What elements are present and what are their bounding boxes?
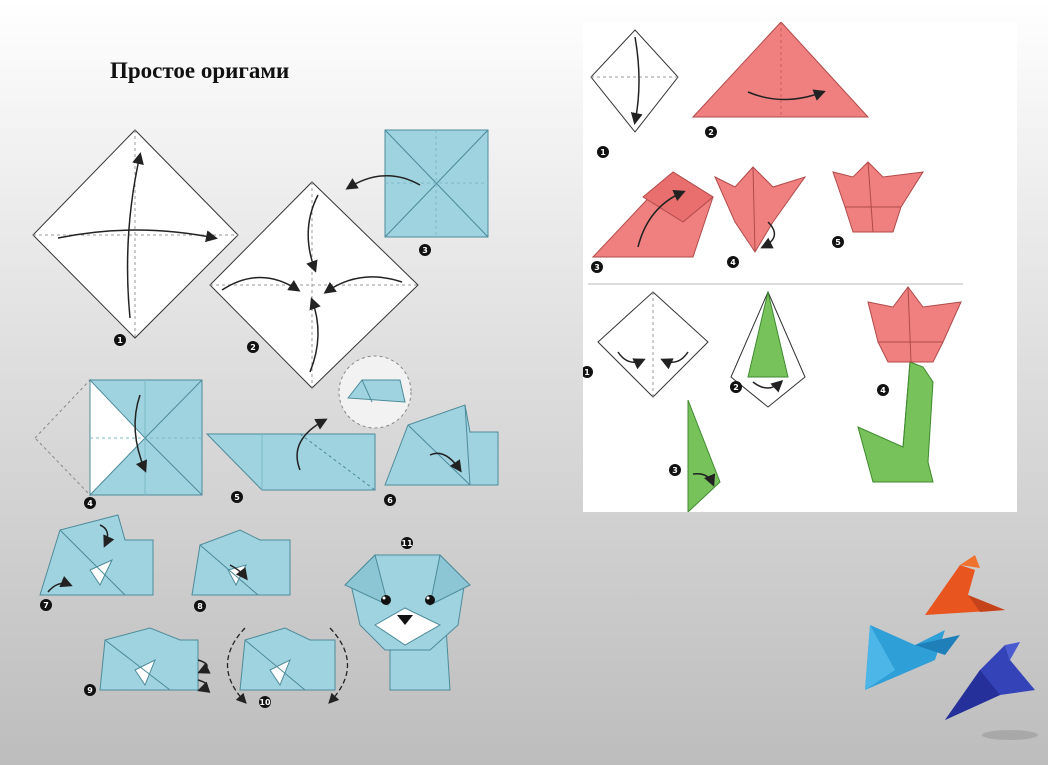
dog-step-9-diagram [100, 628, 207, 690]
tulip-finished-diagram [858, 287, 961, 482]
tulip-stem-step-2-diagram [731, 292, 805, 407]
dog-step-7-number: 7 [43, 601, 49, 610]
dog-step-3-diagram [348, 130, 488, 237]
dog-step-4-diagram [35, 380, 202, 495]
dog-step-5-diagram [207, 420, 375, 490]
dog-step-1-number: 1 [117, 336, 123, 345]
dog-detail-zoom-diagram [339, 356, 411, 428]
dog-step-1-diagram [33, 130, 238, 338]
dog-step-6-number: 6 [387, 496, 393, 505]
tulip-stem-step-1-diagram [598, 292, 708, 397]
tulip-flower-step-1-diagram [591, 30, 678, 132]
tulip-flower-step-2-number: 2 [708, 128, 714, 137]
tulip-origami-diagram: 1 2 3 4 [583, 22, 1017, 512]
tulip-stem-step-3-number: 3 [672, 466, 678, 475]
dog-step-10-diagram [228, 628, 348, 702]
tulip-flower-step-5-diagram [833, 162, 923, 232]
dog-step-10-number: 10 [259, 698, 271, 707]
tulip-stem-step-1-number: 1 [584, 368, 590, 377]
tulip-stem-step-3-diagram [688, 400, 720, 512]
tulip-stem-step-4-number: 4 [880, 386, 886, 395]
dog-step-11-number: 11 [401, 539, 413, 548]
tulip-stem-step-2-number: 2 [733, 383, 739, 392]
tulip-flower-step-4-diagram [715, 167, 805, 252]
dog-step-6-diagram [385, 405, 498, 485]
tulip-flower-step-4-number: 4 [730, 258, 736, 267]
dark-blue-bird-icon [945, 642, 1035, 720]
dog-origami-diagram: 1 2 3 [0, 0, 580, 765]
dog-step-8-diagram [192, 530, 290, 595]
origami-birds-decoration [850, 550, 1040, 750]
dog-step-8-number: 8 [197, 602, 203, 611]
light-blue-bird-icon [865, 625, 960, 690]
tulip-flower-step-3-number: 3 [594, 263, 600, 272]
tulip-flower-step-2-diagram [693, 22, 868, 117]
tulip-instructions-panel: 1 2 3 4 [583, 22, 1017, 512]
tulip-flower-step-5-number: 5 [835, 238, 841, 247]
dog-step-11-finished-dog [345, 555, 470, 690]
tulip-flower-step-1-number: 1 [600, 148, 606, 157]
dog-step-9-number: 9 [87, 686, 93, 695]
tulip-flower-step-3-diagram [593, 172, 713, 257]
dog-step-5-number: 5 [234, 493, 240, 502]
dog-step-7-diagram [40, 515, 153, 595]
dog-step-2-number: 2 [250, 343, 256, 352]
dog-step-4-number: 4 [87, 499, 93, 508]
dog-step-3-number: 3 [422, 246, 428, 255]
orange-bird-icon [925, 555, 1005, 615]
